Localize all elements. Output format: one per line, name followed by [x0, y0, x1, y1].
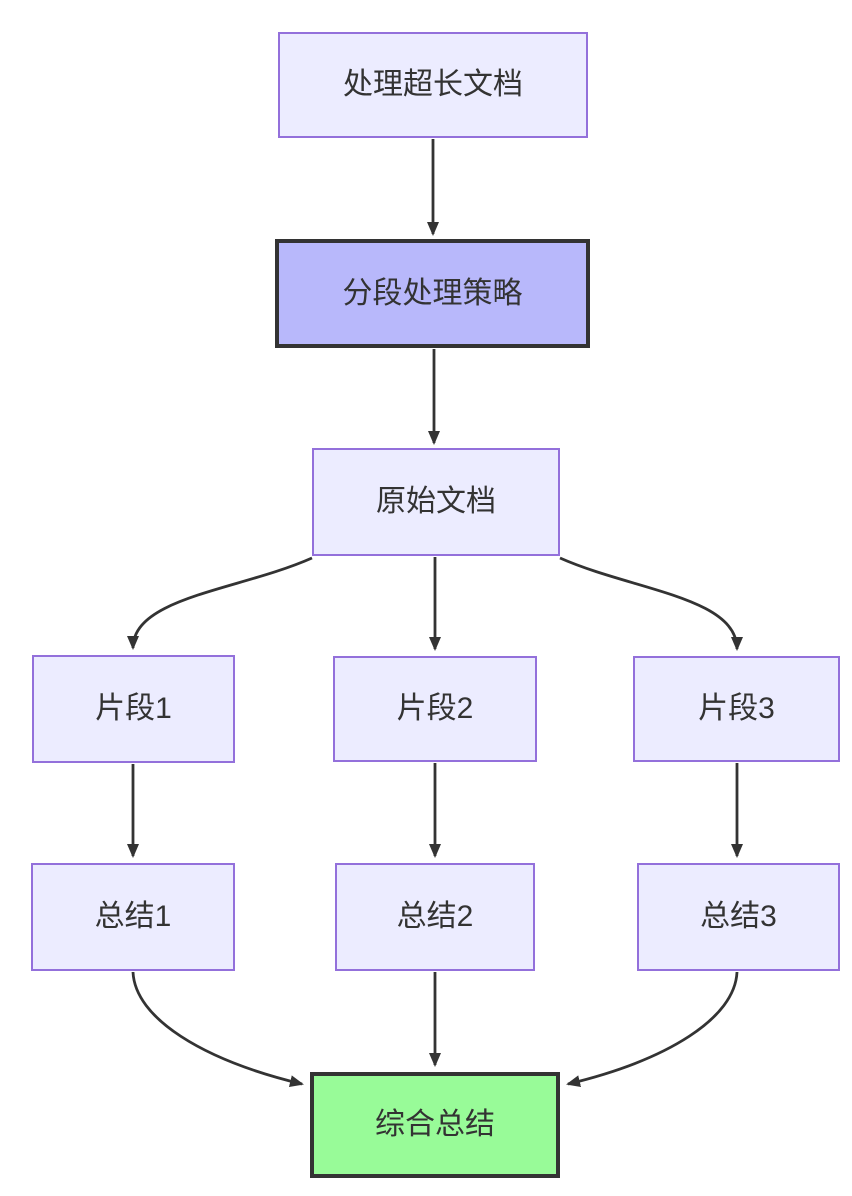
- node-summary-2: 总结2: [335, 863, 535, 971]
- node-label: 原始文档: [376, 485, 496, 518]
- node-fragment-3: 片段3: [633, 656, 840, 762]
- edge-summary-1-to-final: [131, 971, 304, 1088]
- node-label: 总结3: [700, 900, 777, 933]
- node-label: 综合总结: [375, 1108, 495, 1141]
- node-summary-3: 总结3: [637, 863, 840, 971]
- node-process-long-document: 处理超长文档: [278, 32, 588, 138]
- edge-original-to-fragment-3: [559, 556, 743, 651]
- node-summary-1: 总结1: [31, 863, 235, 971]
- node-original-document: 原始文档: [312, 448, 560, 556]
- node-segmented-processing-strategy: 分段处理策略: [275, 239, 590, 348]
- node-label: 总结2: [396, 900, 474, 933]
- node-label: 片段1: [95, 692, 172, 725]
- node-final-summary: 综合总结: [310, 1072, 560, 1178]
- edge-summary-3-to-final: [566, 971, 739, 1088]
- node-label: 分段处理策略: [342, 276, 523, 310]
- node-fragment-2: 片段2: [333, 656, 537, 762]
- node-fragment-1: 片段1: [32, 655, 235, 763]
- node-label: 总结1: [94, 900, 172, 933]
- edge-original-to-fragment-1: [127, 556, 313, 650]
- node-label: 片段3: [698, 692, 775, 725]
- node-label: 片段2: [396, 692, 474, 725]
- node-label: 处理超长文档: [343, 68, 523, 101]
